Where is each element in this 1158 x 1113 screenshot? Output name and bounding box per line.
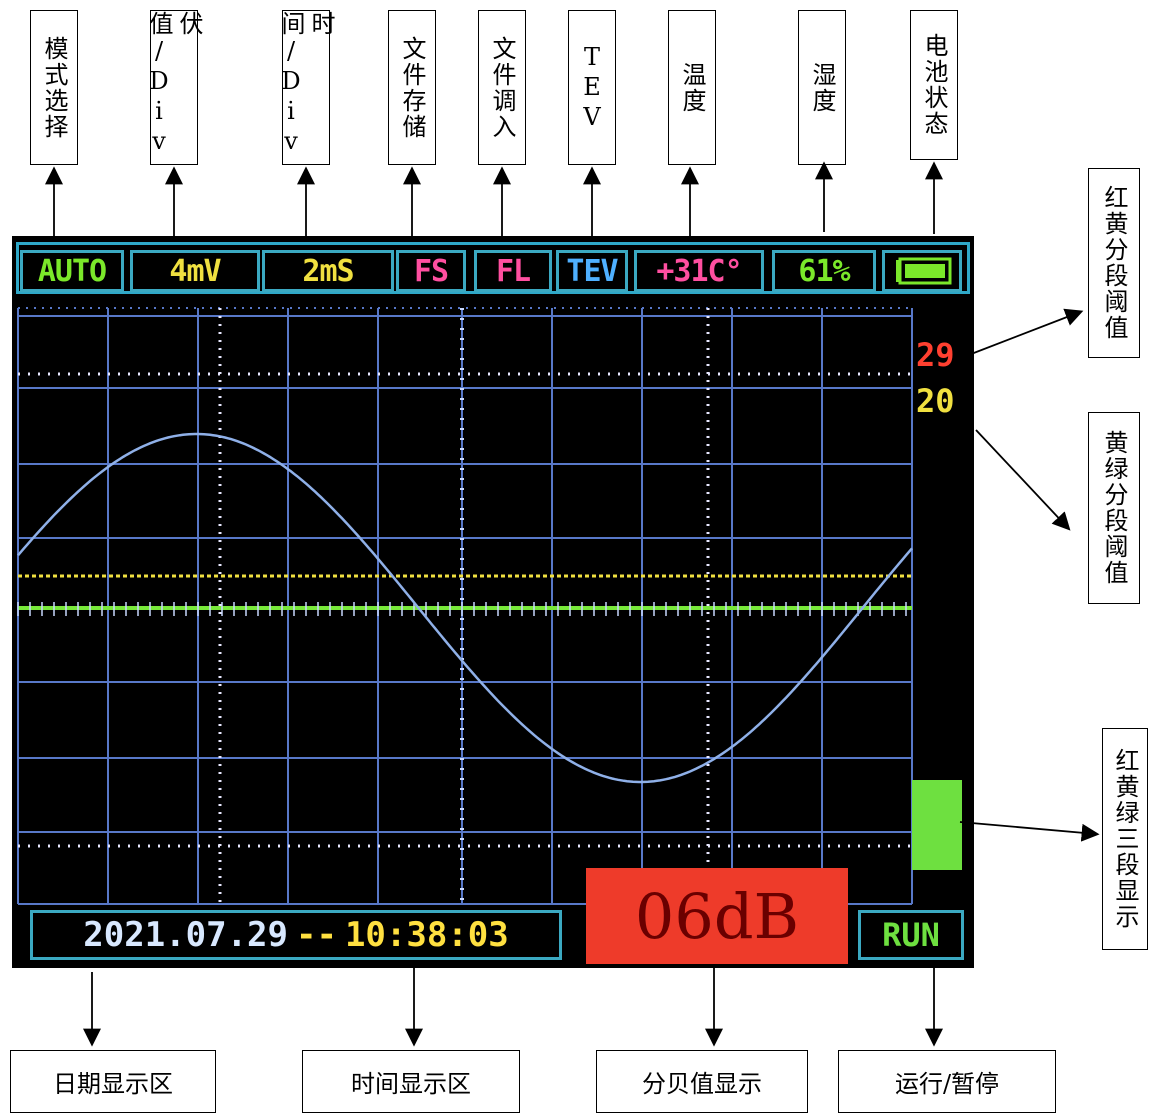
callout-time-area: 时间显示区 — [302, 1050, 520, 1113]
callout-red-yellow-threshold: 红黄分段阈值 — [1088, 168, 1140, 358]
sine-waveform — [17, 432, 913, 784]
file-save-button[interactable]: FS — [396, 250, 466, 292]
run-pause-button[interactable]: RUN — [858, 910, 964, 960]
oscilloscope-screen: AUTO 4mV 2mS FS FL TEV +31C° 61% 29 20 2… — [12, 236, 974, 968]
red-yellow-threshold-value: 29 — [916, 336, 955, 374]
db-value-text: 06dB — [634, 879, 800, 953]
waveform-display — [17, 307, 913, 905]
callout-date-area: 日期显示区 — [10, 1050, 216, 1113]
db-value-display: 06dB — [586, 868, 848, 964]
callout-yellow-green-threshold: 黄绿分段阈值 — [1088, 412, 1140, 604]
arrow-red-threshold — [965, 308, 1084, 357]
level-bar — [912, 780, 962, 870]
callout-mode-select: 模式选择 — [30, 10, 78, 165]
status-bar-frame — [16, 242, 970, 294]
battery-icon — [882, 250, 962, 292]
date-readout: 2021.07.29 — [83, 915, 288, 955]
time-readout: 10:38:03 — [344, 915, 509, 955]
temperature-readout: +31C° — [634, 250, 764, 292]
mode-button[interactable]: AUTO — [20, 250, 124, 292]
callout-tev: TEV — [568, 10, 616, 165]
tev-button[interactable]: TEV — [556, 250, 628, 292]
time-div-button[interactable]: 2mS — [262, 250, 394, 292]
file-load-button[interactable]: FL — [474, 250, 552, 292]
datetime-display: 2021.07.29 -- 10:38:03 — [30, 910, 562, 960]
yellow-green-threshold-value: 20 — [916, 382, 955, 420]
volts-div-button[interactable]: 4mV — [130, 250, 260, 292]
callout-file-load: 文件调入 — [478, 10, 526, 165]
callout-db-display: 分贝值显示 — [596, 1050, 808, 1113]
arrow-segment — [959, 821, 1100, 842]
callout-temperature: 温度 — [668, 10, 716, 165]
datetime-separator: -- — [295, 915, 337, 955]
humidity-readout: 61% — [772, 250, 876, 292]
callout-three-segment: 红黄绿三段显示 — [1102, 728, 1148, 950]
callout-battery: 电池状态 — [910, 10, 958, 160]
callout-run-pause: 运行/暂停 — [838, 1050, 1056, 1113]
callout-file-store: 文件存储 — [388, 10, 436, 165]
callout-humidity: 湿度 — [798, 10, 846, 165]
arrow-yellow-threshold — [975, 429, 1071, 531]
